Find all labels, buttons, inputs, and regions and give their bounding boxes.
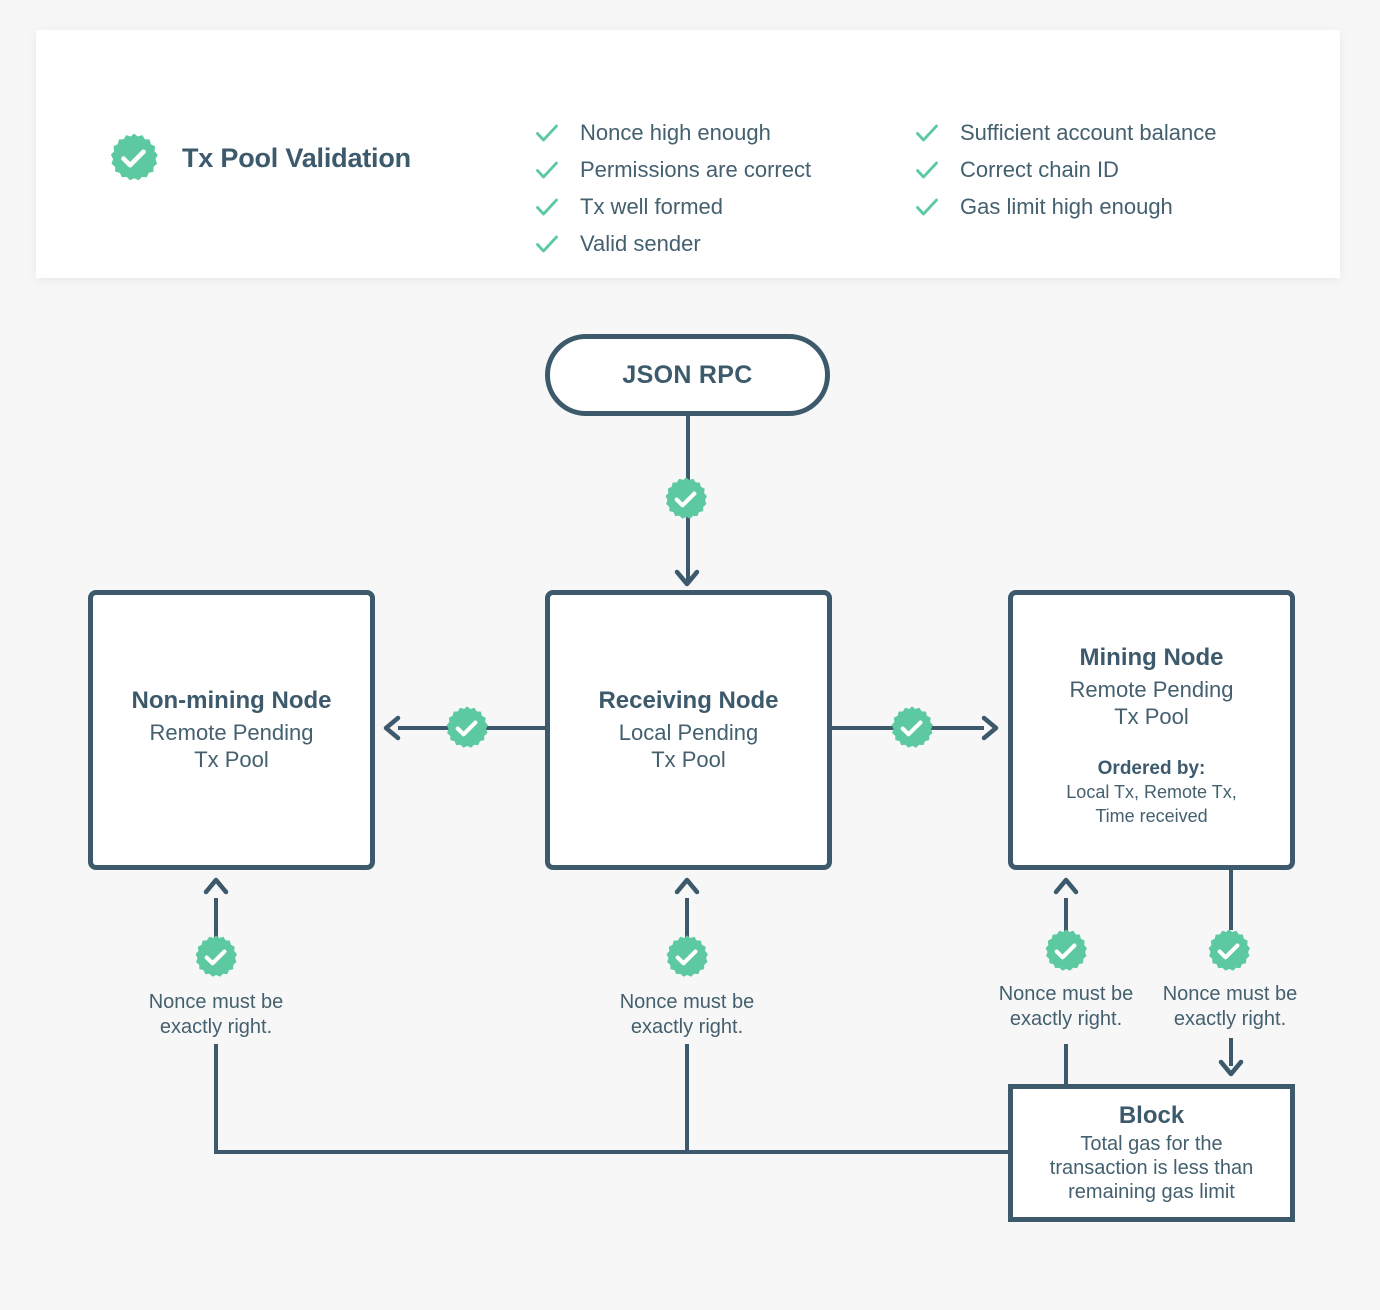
check-seal-icon [193,934,239,980]
mining-node-title: Mining Node [1079,644,1224,671]
check-seal-icon [663,476,709,522]
nonce-note-line: Nonce must be [619,991,755,1013]
checklist-item: Permissions are correct [534,152,811,188]
connector-block-feedback-bus [214,1150,1010,1154]
checklist-item-label: Gas limit high enough [960,194,1173,219]
receiving-node-title: Receiving Node [598,687,779,715]
non-mining-node-title: Non-mining Node [131,687,332,715]
connector-mining-to-block-upper [1229,870,1233,930]
ordered-by-label: Ordered by: [1097,757,1206,779]
arrowhead-up-mining [1053,874,1079,898]
mining-node[interactable]: Mining Node Remote Pending Tx Pool Order… [1008,590,1295,870]
nonce-note-mining-left: Nonce must be exactly right. [951,982,1181,1032]
non-mining-node[interactable]: Non-mining Node Remote Pending Tx Pool [88,590,375,870]
connector-bus-riser-receiving [685,1044,689,1152]
nonce-note-non-mining: Nonce must be exactly right. [101,990,331,1040]
checkmark-icon [534,231,560,257]
nonce-note-line: exactly right. [630,1016,744,1038]
checkmark-icon [534,120,560,146]
check-seal-icon [108,132,160,184]
connector-riser-non-mining-upper [214,898,218,958]
nonce-note-line: exactly right. [1009,1008,1123,1030]
nonce-note-mining-right: Nonce must be exactly right. [1115,982,1345,1032]
arrowhead-down-block [1217,1056,1245,1080]
checkmark-icon [914,157,940,183]
connector-mining-to-block-lower [1229,1038,1233,1066]
node-subtitle-line: Tx Pool [651,747,726,772]
json-rpc-node[interactable]: JSON RPC [545,334,830,416]
checkmark-icon [914,120,940,146]
validation-checklist-column-1: Nonce high enough Permissions are correc… [534,115,811,262]
checklist-item: Gas limit high enough [914,189,1216,225]
connector-riser-receiving-upper [685,898,689,958]
connector-bus-riser-non-mining [214,1044,218,1152]
checkmark-icon [914,194,940,220]
checklist-item: Sufficient account balance [914,115,1216,151]
node-subtitle-line: Tx Pool [1114,703,1189,729]
checklist-item-label: Valid sender [580,231,701,256]
json-rpc-label: JSON RPC [622,360,753,389]
page-title: Tx Pool Validation [182,142,411,173]
block-description-line: transaction is less than [1049,1157,1254,1179]
check-seal-icon [664,934,710,980]
mining-node-subtitle: Remote Pending Tx Pool [1070,677,1234,731]
check-seal-icon [1206,928,1252,974]
ordered-by-line: Local Tx, Remote Tx, [1066,782,1237,803]
arrowhead-up-receiving [674,874,700,898]
node-subtitle-line: Remote Pending [149,720,314,746]
check-seal-icon [889,705,935,751]
block-description: Total gas for the transaction is less th… [1050,1132,1253,1204]
node-subtitle-line: Tx Pool [194,747,269,772]
arrowhead-down-receiving [673,566,701,590]
receiving-node-subtitle: Local Pending Tx Pool [619,720,758,774]
checklist-item-label: Sufficient account balance [960,120,1217,145]
connector-riser-mining-upper [1064,898,1068,958]
nonce-note-receiving: Nonce must be exactly right. [572,990,802,1040]
check-seal-icon [1043,928,1089,974]
checklist-item: Valid sender [534,226,811,262]
nonce-note-line: exactly right. [159,1016,273,1038]
nonce-note-line: exactly right. [1173,1008,1287,1030]
block-node[interactable]: Block Total gas for the transaction is l… [1008,1084,1295,1222]
nonce-note-line: Nonce must be [148,991,284,1013]
checklist-item-label: Nonce high enough [580,120,771,145]
tx-pool-validation-card: Tx Pool Validation Nonce high enough Per… [36,30,1340,278]
checklist-item: Correct chain ID [914,152,1216,188]
block-description-line: Total gas for the [1080,1133,1223,1155]
nonce-note-line: Nonce must be [998,983,1134,1005]
block-description-line: remaining gas limit [1068,1181,1235,1203]
block-title: Block [1118,1102,1185,1129]
node-subtitle-line: Local Pending [618,720,759,746]
receiving-node[interactable]: Receiving Node Local Pending Tx Pool [545,590,832,870]
validation-title-group: Tx Pool Validation [108,132,411,184]
ordered-by-line: Time received [1095,805,1208,826]
non-mining-node-subtitle: Remote Pending Tx Pool [150,720,314,774]
checkmark-icon [534,157,560,183]
checklist-item-label: Tx well formed [580,194,724,219]
arrowhead-right-mining [978,714,1006,742]
check-seal-icon [444,705,490,751]
arrowhead-up-non-mining [203,874,229,898]
checklist-item: Tx well formed [534,189,811,225]
checkmark-icon [534,194,560,220]
checklist-item: Nonce high enough [534,115,811,151]
mining-node-ordering: Ordered by: Local Tx, Remote Tx, Time re… [1066,757,1236,828]
arrowhead-left-non-mining [378,714,404,742]
validation-checklist-column-2: Sufficient account balance Correct chain… [914,115,1216,225]
checklist-item-label: Correct chain ID [960,157,1119,182]
node-subtitle-line: Remote Pending [1069,677,1234,702]
nonce-note-line: Nonce must be [1162,983,1298,1005]
checklist-item-label: Permissions are correct [580,157,812,182]
